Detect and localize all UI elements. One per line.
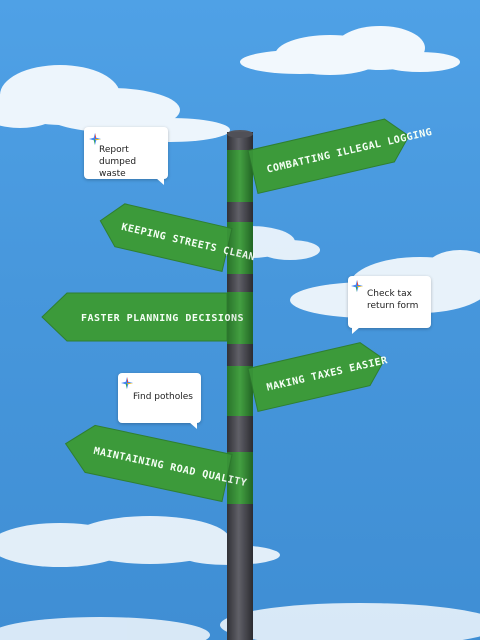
- pole-band-4: [227, 366, 253, 416]
- sparkle-icon: [89, 133, 101, 145]
- bubble-text: Find potholes: [133, 392, 193, 402]
- chat-bubble-check-tax: Check tax return form: [348, 276, 431, 334]
- chat-bubble-report-waste: Report dumped waste: [84, 127, 168, 185]
- bubble-tail: [352, 327, 360, 334]
- pole-band-5: [227, 452, 253, 504]
- sign-maintaining-road-quality: MAINTAINING ROAD QUALITY: [64, 424, 248, 503]
- sparkle-icon: [121, 377, 133, 389]
- pole-band-1: [227, 150, 253, 202]
- pole-band-3: [227, 292, 253, 344]
- sign-making-taxes-easier: MAKING TAXES EASIER: [247, 342, 389, 413]
- bubble-tail: [189, 422, 197, 429]
- sign-label: FASTER PLANNING DECISIONS: [81, 313, 244, 324]
- chat-bubble-find-potholes: Find potholes: [118, 373, 201, 429]
- sparkle-icon: [351, 280, 363, 292]
- sign-combatting-illegal-logging: COMBATTING ILLEGAL LOGGING: [247, 118, 433, 195]
- cloud-bottom: [0, 603, 480, 640]
- pole-shadow: [227, 132, 253, 640]
- sign-faster-planning-decisions: FASTER PLANNING DECISIONS: [41, 292, 244, 342]
- cloud-top-right: [240, 26, 460, 75]
- pole-cap: [227, 130, 253, 138]
- bubble-tail: [156, 178, 164, 185]
- cloud-lower-left: [0, 516, 280, 567]
- bubble-text: Check tax return form: [367, 289, 419, 311]
- bubble-text: Report dumped waste: [99, 145, 137, 179]
